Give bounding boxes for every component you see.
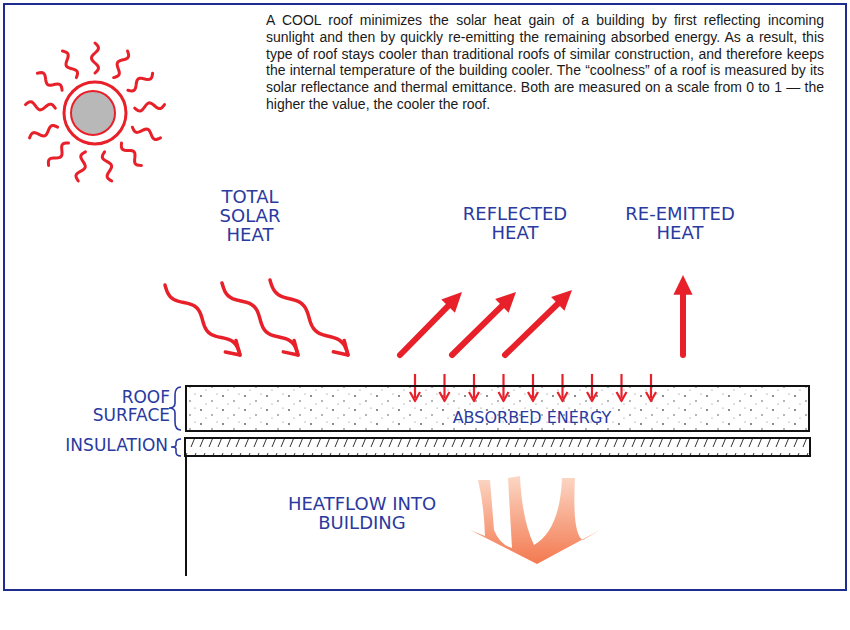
sun-ray [30,126,58,138]
sun-ray [92,43,99,73]
reflected-heat-label: REFLECTED HEAT [450,205,580,243]
straight-arrow-head [495,292,516,313]
sun-ray [132,127,160,139]
reflected-heat-arrows [400,275,693,355]
absorbed-arrow-head [528,392,538,401]
wavy-arrow [222,283,298,355]
straight-arrow [400,302,452,355]
straight-arrow-head [551,290,572,311]
wavy-arrow-head [225,341,240,355]
absorbed-arrow-head [617,392,627,401]
absorbed-arrow-head [646,392,656,401]
absorbed-arrow-head [499,392,509,401]
sun [64,82,126,144]
sun-ray [62,51,77,78]
sun-ray [102,152,111,181]
straight-arrow-head [441,292,462,313]
roof-surface-label: ROOF SURFACE [55,389,170,425]
description-note: A COOL roof minimizes the solar heat gai… [266,12,824,113]
insulation-band [185,438,810,456]
absorbed-arrow-head [440,392,450,401]
sun-ray [135,103,165,111]
absorbed-energy-arrows [410,374,656,401]
sun-ray [128,73,153,91]
node-text: ABSORBED ENERGY [392,409,672,426]
wavy-arrow-head [283,341,298,355]
frame-border [4,4,846,590]
roof-texture [185,385,810,432]
absorbed-arrow-head [410,392,420,401]
solar-heat-arrows [165,280,348,355]
wavy-arrow [270,280,348,355]
sun-ray [48,143,68,165]
building-interior: HEATFLOW INTO BUILDING [185,456,810,576]
absorbed-arrow-head [587,392,597,401]
sun-rays [26,43,165,181]
insulation-brace [171,439,181,456]
sun-ray [114,51,129,78]
sun-ray [121,143,141,165]
straight-arrow [505,300,562,355]
sun-ray [26,102,56,110]
absorbed-arrow-head [469,392,479,401]
sun-ray [37,73,62,91]
wavy-arrow-head [333,340,348,355]
insulation-label: INSULATION [40,437,168,455]
sun-ray [76,152,85,181]
heatflow-arrow [470,476,600,564]
straight-arrow [452,302,506,355]
roof-surface-slab: ABSORBED ENERGY [185,385,810,432]
roof-brace [169,387,181,430]
solar-heat-label: TOTAL SOLAR HEAT [200,188,300,245]
absorbed-arrow-head [558,392,568,401]
re-emitted-heat-label: RE-EMITTED HEAT [605,205,755,243]
node-text: HEATFLOW INTO BUILDING [262,494,462,533]
straight-arrow [680,289,686,355]
straight-arrow-head [673,275,692,295]
